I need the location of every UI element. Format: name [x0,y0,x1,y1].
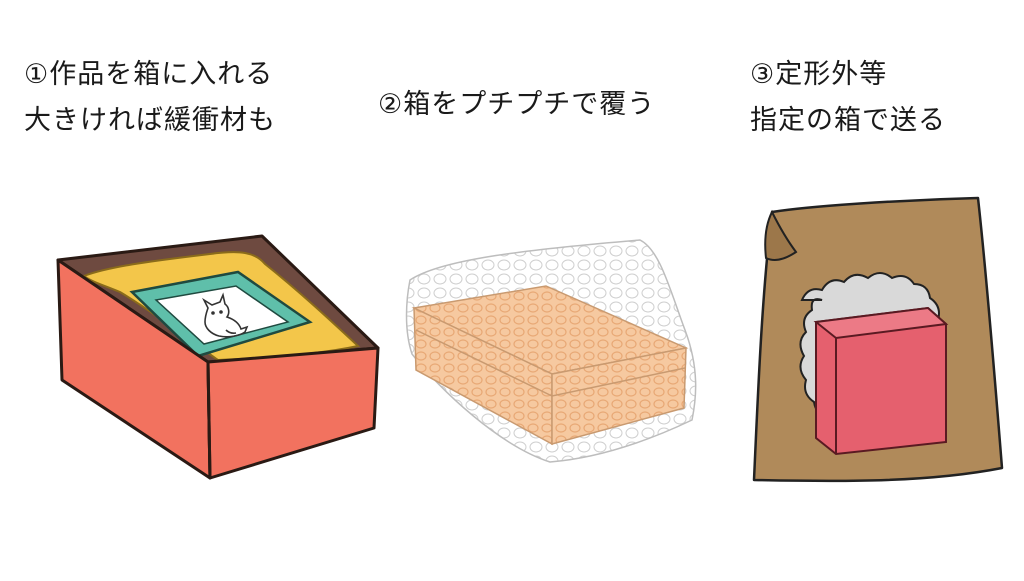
step-3-caption: ③定形外等 指定の箱で送る [750,52,946,144]
step-3-line-1: ③定形外等 [750,59,888,90]
artwork-in-box-illustration [56,234,380,480]
step-2-line-1: ②箱をプチプチで覆う [378,89,656,120]
step-2-caption: ②箱をプチプチで覆う [378,82,655,128]
step-1-line-2: 大きければ緩衝材も [24,105,276,136]
bubble-wrapped-box-illustration [405,239,697,463]
cat-drawing-icon [202,292,249,338]
step-3-line-2: 指定の箱で送る [750,105,946,136]
shipping-bag-illustration [752,196,1004,483]
step-1-caption: ①作品を箱に入れる 大きければ緩衝材も [24,52,276,144]
step-1-line-1: ①作品を箱に入れる [24,59,274,90]
